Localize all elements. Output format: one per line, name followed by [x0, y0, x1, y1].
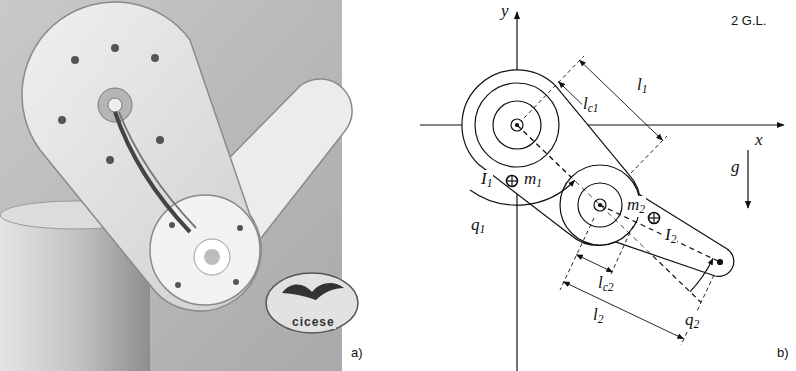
logo-text: cicese	[291, 316, 336, 329]
drawing-part	[151, 54, 159, 62]
drawing-part	[58, 116, 66, 124]
dimension-label: l1	[636, 76, 649, 97]
drawing-part	[511, 176, 512, 187]
drawing-part	[564, 282, 684, 339]
drawing-part	[156, 136, 164, 144]
drawing-part	[282, 283, 344, 300]
drawing-part	[150, 195, 260, 305]
drawing-part	[580, 60, 663, 140]
mass-label: m2	[626, 196, 646, 217]
drawing-part	[266, 273, 358, 333]
angle-arc	[690, 259, 713, 292]
dimension	[524, 56, 714, 345]
drawing-part	[106, 156, 114, 164]
figure-note: 2 G.L.	[730, 14, 767, 28]
axis-label: x	[754, 131, 764, 150]
drawing-part	[111, 44, 119, 52]
link-1-axis	[517, 125, 701, 302]
mass-label: m1	[523, 170, 543, 191]
mass-symbol	[649, 213, 660, 224]
inertia-label: I1	[480, 170, 493, 191]
drawing-part	[58, 44, 243, 288]
drawing-part	[559, 82, 591, 113]
drawing-part	[237, 225, 243, 231]
drawing-part	[653, 213, 654, 224]
figure-tag: a)	[350, 346, 364, 360]
drawing-part	[169, 222, 175, 228]
drawing-part	[119, 112, 196, 228]
drawing-part	[610, 226, 633, 276]
drawing-part	[524, 56, 584, 118]
drawing-part	[576, 255, 612, 272]
drawing-part	[649, 213, 660, 224]
figure-tag: b)	[776, 346, 790, 360]
gravity-arrow	[747, 150, 748, 208]
axis-label: y	[500, 2, 510, 21]
symbol-label: g	[730, 158, 741, 177]
dimension-label: l2	[592, 306, 605, 327]
dimension-label: lc1	[582, 95, 600, 116]
drawing-part	[718, 260, 723, 265]
drawing-part	[204, 249, 220, 265]
drawing-part	[517, 125, 701, 302]
drawing-part	[631, 136, 667, 173]
angle-label: q1	[470, 216, 486, 237]
dimension-label: lc2	[597, 274, 615, 295]
robot-photo	[0, 0, 358, 371]
mass-symbol	[507, 176, 518, 187]
drawing-part	[507, 176, 518, 187]
drawing-part	[175, 282, 181, 288]
drawing-part	[194, 239, 230, 275]
drawing-part	[71, 56, 79, 64]
drawing-part	[560, 218, 594, 290]
inertia-label: I2	[664, 226, 677, 247]
robot-diagram	[420, 12, 784, 371]
link-2-axis	[600, 205, 720, 262]
drawing-part	[233, 279, 239, 285]
drawing-part	[681, 275, 714, 345]
drawing-part	[108, 98, 122, 112]
angle-label: q2	[684, 311, 700, 332]
drawing-part	[22, 2, 261, 311]
